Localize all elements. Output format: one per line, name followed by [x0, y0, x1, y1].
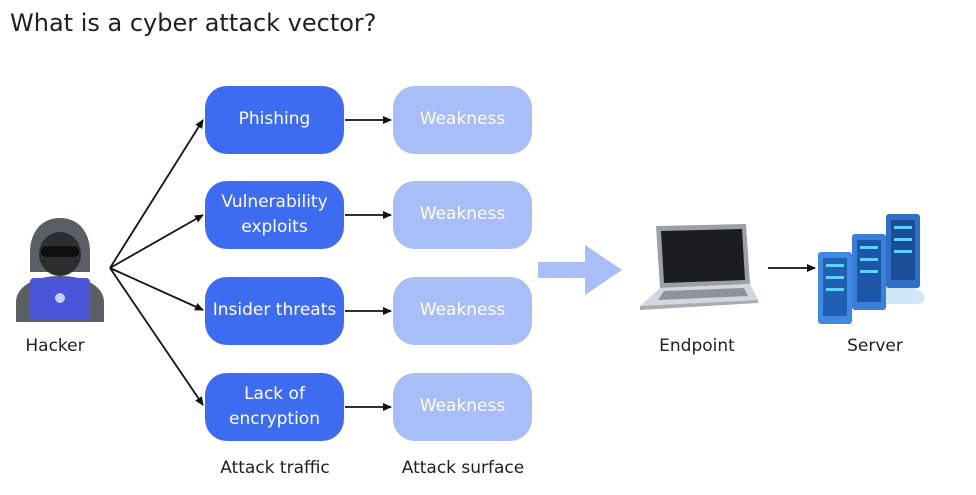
- vector-box-phishing: Phishing: [205, 86, 344, 154]
- hacker-to-insider-arrow: [109, 267, 204, 311]
- weakness-box-2: Weakness: [393, 181, 532, 249]
- vector-label-line2: exploits: [241, 217, 308, 237]
- page-title: What is a cyber attack vector?: [10, 9, 377, 37]
- server-label: Server: [847, 336, 903, 356]
- vector-box-insider-threats: Insider threats: [205, 277, 344, 345]
- laptop-icon: [640, 224, 758, 310]
- vector-label: Insider threats: [212, 300, 337, 321]
- endpoint-label: Endpoint: [659, 336, 735, 356]
- server-rack-cloud-icon: [818, 214, 925, 324]
- big-flow-arrow: [538, 245, 622, 295]
- vector-label-line2: encryption: [229, 409, 320, 429]
- hacker-to-exploits-arrow: [109, 214, 204, 269]
- weakness-box-3: Weakness: [393, 277, 532, 345]
- attack-surface-label: Attack surface: [401, 458, 525, 478]
- hooded-hacker-laptop-icon: [16, 218, 104, 322]
- hacker-label: Hacker: [25, 336, 85, 356]
- hacker-to-phishing-arrow: [109, 119, 204, 269]
- vector-box-vulnerability-exploits: Vulnerability exploits: [205, 181, 344, 249]
- vector-label: Phishing: [238, 109, 311, 130]
- attack-traffic-label: Attack traffic: [220, 458, 330, 478]
- vector-label-line1: Vulnerability: [221, 191, 328, 212]
- vector-box-lack-of-encryption: Lack of encryption: [205, 373, 344, 441]
- vector-label-line1: Lack of: [244, 383, 305, 404]
- weakness-box-1: Weakness: [393, 86, 532, 154]
- weakness-box-4: Weakness: [393, 373, 532, 441]
- hacker-to-encryption-arrow: [109, 267, 204, 406]
